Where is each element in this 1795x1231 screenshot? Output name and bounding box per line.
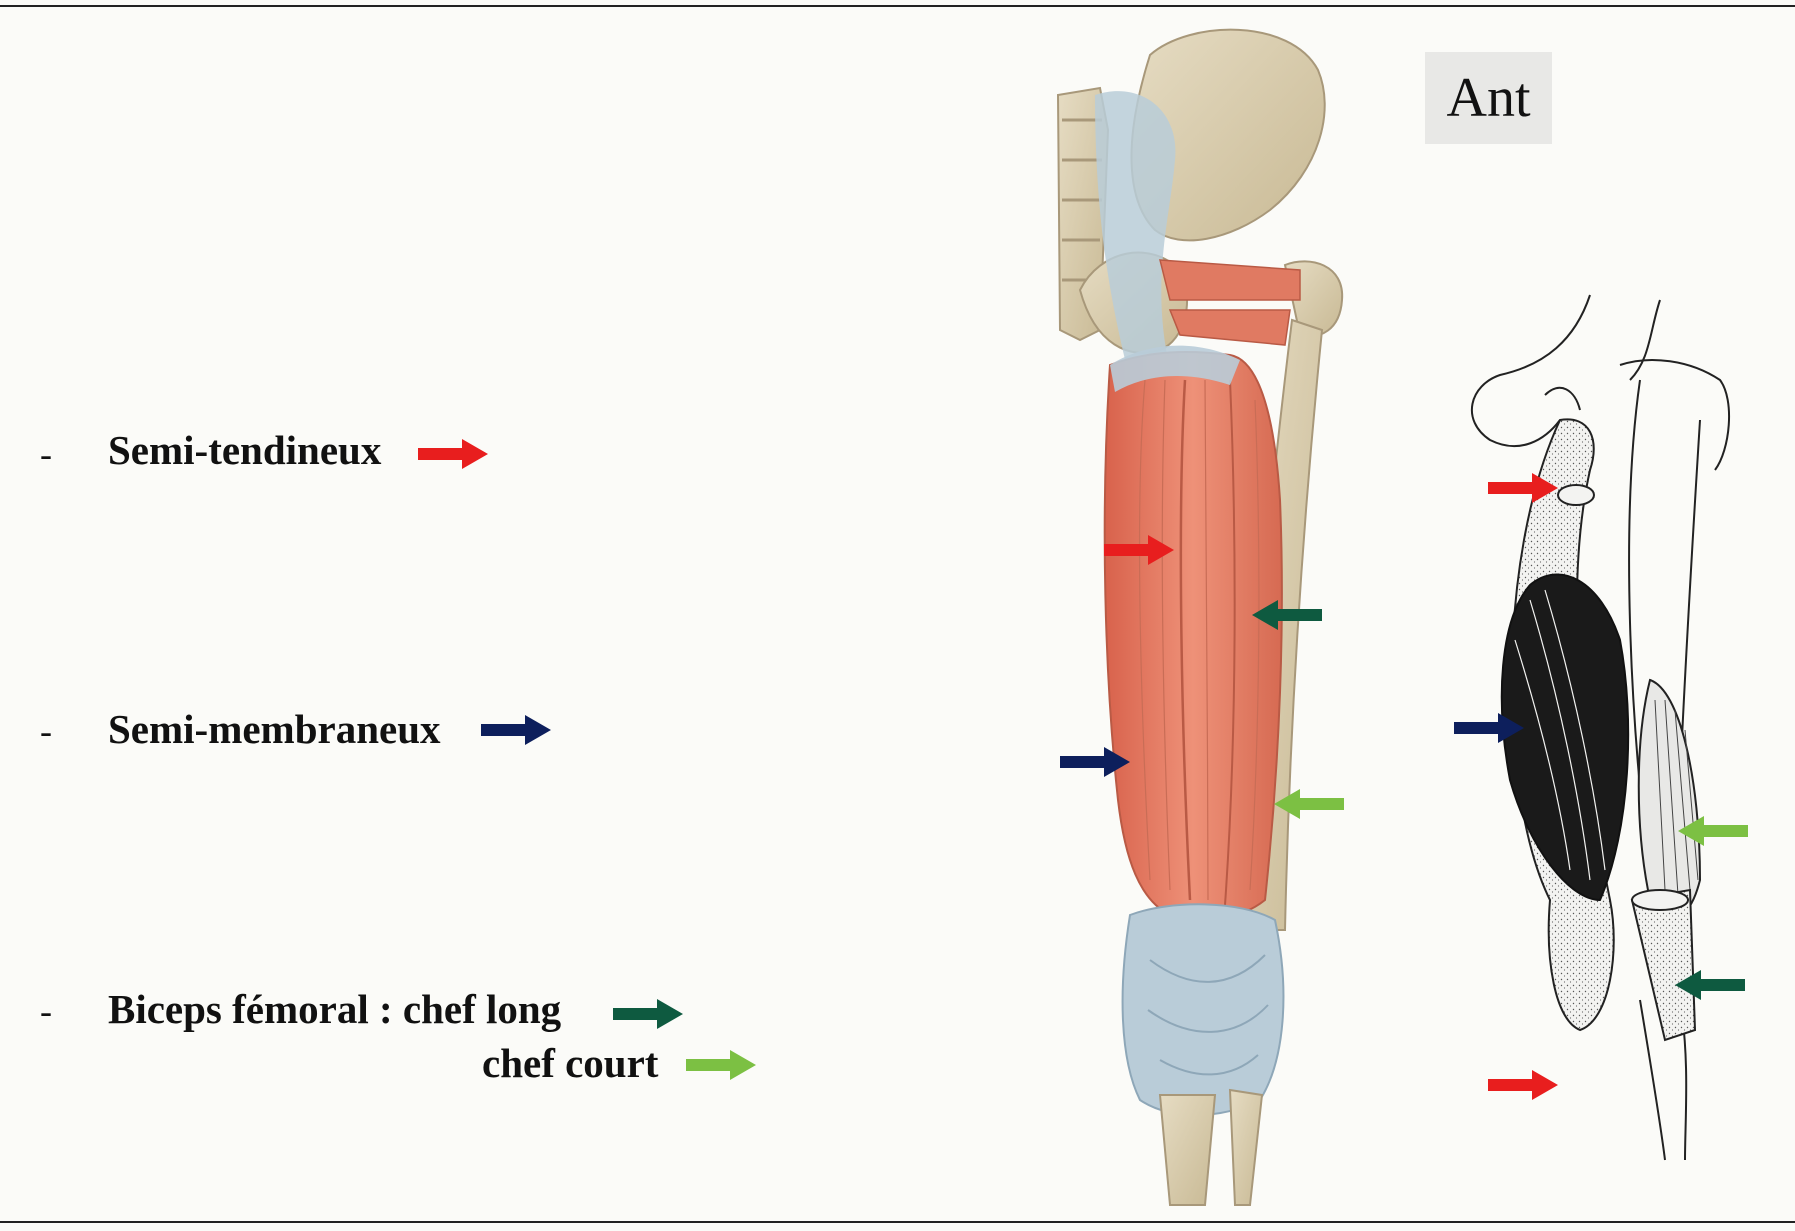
arrow-semi-membraneux-drawing <box>1454 713 1524 743</box>
label-biceps-chef-long: Biceps fémoral : chef long <box>108 986 562 1032</box>
arrow-biceps-court-legend <box>686 1050 756 1080</box>
arrow-semi-tendineux-drawing-bottom <box>1488 1070 1558 1100</box>
sacrotuberous-ligament <box>1095 91 1176 380</box>
label-semi-membraneux: Semi-membraneux <box>108 706 441 752</box>
arrow-semi-membraneux-legend <box>481 715 551 745</box>
external-rotators <box>1159 259 1301 346</box>
arrow-semi-membraneux-illus <box>1060 747 1130 777</box>
tibia <box>1158 1094 1217 1206</box>
bullet-dash-1: - <box>40 434 52 474</box>
popliteal-fossa <box>1121 903 1285 1116</box>
orientation-label: Ant <box>1446 67 1531 129</box>
arrow-semi-tendineux-legend <box>418 439 488 469</box>
bullet-dash-2: - <box>40 711 52 751</box>
label-chef-court: chef court <box>482 1040 659 1086</box>
orientation-label-box: Ant <box>1425 52 1552 144</box>
fibula <box>1228 1088 1264 1206</box>
arrow-semi-tendineux-illus <box>1104 535 1174 565</box>
arrow-semi-tendineux-drawing-top <box>1488 473 1558 503</box>
arrow-markers <box>418 439 1748 1100</box>
posterior-thigh-illustration <box>1056 28 1344 1206</box>
hamstring-muscles <box>1103 351 1283 921</box>
arrow-biceps-court-drawing <box>1678 816 1748 846</box>
label-semi-tendineux: Semi-tendineux <box>108 427 382 473</box>
arrow-biceps-long-illus <box>1252 600 1322 630</box>
arrow-biceps-court-illus <box>1274 789 1344 819</box>
arrow-biceps-long-drawing <box>1675 970 1745 1000</box>
arrow-biceps-long-legend <box>613 999 683 1029</box>
bullet-dash-3: - <box>40 991 52 1031</box>
